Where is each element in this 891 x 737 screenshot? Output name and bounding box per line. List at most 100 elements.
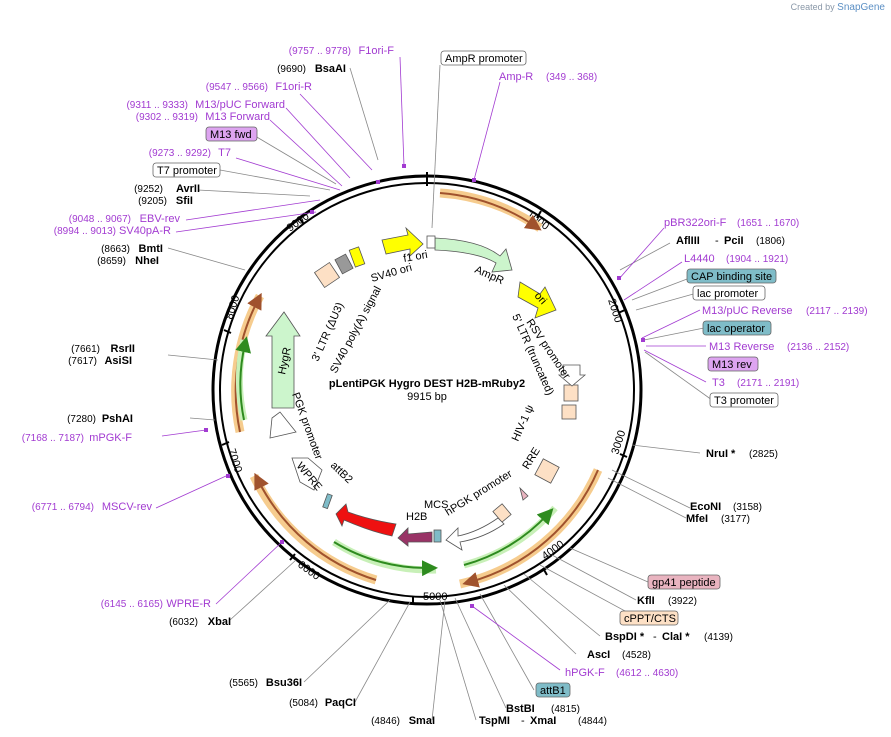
- svg-text:-: -: [653, 631, 657, 643]
- xbaI-label: XbaI: [208, 616, 231, 628]
- xbaI-coord: (6032): [169, 617, 198, 628]
- rsrII-coord: (7661): [71, 344, 100, 355]
- wpre-r-coord: (6145 .. 6165): [101, 599, 163, 610]
- inner-arcs: [235, 336, 558, 577]
- nruI-coord: (2825): [749, 449, 778, 460]
- avrII-coord: (9252): [134, 184, 163, 195]
- sfiI-label: SfiI: [176, 195, 193, 207]
- label-sv40-polya: SV40 poly(A) signal: [328, 284, 384, 375]
- cppt-box-label: [619, 610, 679, 626]
- avrII-label: AvrII: [176, 183, 200, 195]
- l4440-coord: (1904 .. 1921): [726, 254, 788, 265]
- t7-promoter-label: T7 promoter: [157, 165, 217, 177]
- m13puc-fwd-coord: (9311 .. 9333): [126, 100, 188, 111]
- label-hiv-psi: HIV-1 ψ: [510, 403, 537, 443]
- pgk-promoter-shape: [269, 411, 297, 439]
- paqCI-coord: (5084): [289, 698, 318, 709]
- ecoNI-label: EcoNI: [690, 501, 721, 513]
- m13-reverse-coord: (2136 .. 2152): [787, 342, 849, 353]
- mpgk-f-label: mPGK-F: [89, 432, 132, 444]
- m13puc-fwd-label: M13/pUC Forward: [195, 99, 285, 111]
- sfiI-coord: (9205): [138, 196, 167, 207]
- t7-label: T7: [218, 147, 231, 159]
- m13-fwd-label: M13 fwd: [210, 129, 252, 141]
- claI-label: ClaI *: [662, 631, 690, 643]
- mfeI-coord: (3177): [721, 514, 750, 525]
- bstBI-label: BstBI: [506, 703, 535, 715]
- amp-r-label: Amp-R: [499, 71, 533, 83]
- mruby2-arrow: [335, 503, 397, 537]
- smaI-coord: (4846): [371, 716, 400, 727]
- smaI-label: SmaI: [409, 715, 435, 727]
- primer-lines: [155, 56, 707, 671]
- t3-promoter-label: T3 promoter: [714, 395, 774, 407]
- hygr-arrow: [265, 311, 301, 409]
- t7-promoter-box: [152, 162, 221, 178]
- lac-promoter-label: lac promoter: [697, 288, 758, 300]
- m13-fwd-box: [205, 126, 258, 142]
- f1ori-r-coord: (9547 .. 9566): [206, 82, 268, 93]
- label-h2b: H2B: [406, 511, 427, 523]
- cppt-label: cPPT/CTS: [624, 613, 676, 625]
- ascI-coord: (4528): [622, 650, 651, 661]
- sv40pa-r-coord: (8994 .. 9013): [54, 226, 116, 237]
- ecoNI-coord: (3158): [733, 502, 762, 513]
- snapgene-brand: Created by SnapGene: [790, 2, 885, 13]
- ebv-rev-label: EBV-rev: [140, 213, 181, 225]
- f1ori-r-label: F1ori-R: [275, 81, 312, 93]
- f1ori-f-label: F1ori-F: [359, 45, 395, 57]
- ampr-promoter-box: [440, 50, 527, 66]
- label-mcs: MCS: [424, 499, 448, 511]
- left-labels: (9757 .. 9778) F1ori-F (9690) BsaAI (954…: [22, 45, 435, 727]
- tspMI-coord: (4844): [578, 716, 607, 727]
- leader-lines: [167, 64, 713, 721]
- rsv-promoter-arrow: [557, 364, 587, 387]
- svg-text:-: -: [715, 235, 719, 247]
- m13-forward-coord: (9302 .. 9319): [136, 112, 198, 123]
- t3-promoter-box: [709, 392, 779, 408]
- label-f1-ori: f1 ori: [402, 249, 428, 265]
- tick-8000: 8000: [223, 294, 242, 321]
- tspMI-label: TspMI: [479, 715, 510, 727]
- m13puc-rev-coord: (2117 .. 2139): [806, 306, 868, 317]
- label-attb2: attB2: [328, 460, 355, 486]
- hpgk-promoter-arrow: [445, 517, 505, 551]
- plasmid-length: 9915 bp: [407, 391, 447, 403]
- gp41-mark: [519, 486, 529, 501]
- kflI-coord: (3922): [668, 596, 697, 607]
- cap-site-label: CAP binding site: [691, 271, 772, 283]
- bspDI-coord: (4139): [704, 632, 733, 643]
- tick-5000: 5000: [423, 591, 447, 603]
- l4440-label: L4440: [684, 253, 715, 265]
- bsaAI-label: BsaAI: [315, 63, 346, 75]
- cap-site-box: [686, 268, 777, 284]
- cppt-box: [492, 503, 512, 523]
- attb1-label: attB1: [540, 685, 566, 697]
- label-hygr: HygR: [276, 346, 293, 375]
- mscv-rev-coord: (6771 .. 6794): [32, 502, 94, 513]
- h2b-arrow: [397, 527, 433, 547]
- nruI-label: NruI *: [706, 448, 736, 460]
- tick-marks: [221, 210, 628, 604]
- nheI-coord: (8659): [97, 256, 126, 267]
- mscv-rev-label: MSCV-rev: [102, 501, 153, 513]
- mpgk-f-coord: (7168 .. 7187): [22, 433, 84, 444]
- pshAI-label: PshAI: [102, 413, 133, 425]
- attb2-box: [322, 493, 333, 510]
- plasmid-title: pLentiPGK Hygro DEST H2B-mRuby2: [329, 378, 525, 390]
- bsaAI-coord: (9690): [277, 64, 306, 75]
- xmaI-label: XmaI: [530, 715, 556, 727]
- bsu36I-coord: (5565): [229, 678, 258, 689]
- pciI-label: PciI: [724, 235, 744, 247]
- m13-rev-box: [707, 356, 759, 372]
- tick-6000: 6000: [295, 559, 322, 583]
- gp41-box: [647, 574, 721, 590]
- asiSI-coord: (7617): [68, 356, 97, 367]
- label-pgk-promoter: PGK promoter: [289, 391, 324, 461]
- hpgkf-label: hPGK-F: [565, 667, 605, 679]
- bspDI-label: BspDI *: [605, 631, 645, 643]
- t3-label: T3: [712, 377, 725, 389]
- nheI-label: NheI: [135, 255, 159, 267]
- rre-box: [534, 458, 560, 484]
- wpre-r-label: WPRE-R: [166, 598, 211, 610]
